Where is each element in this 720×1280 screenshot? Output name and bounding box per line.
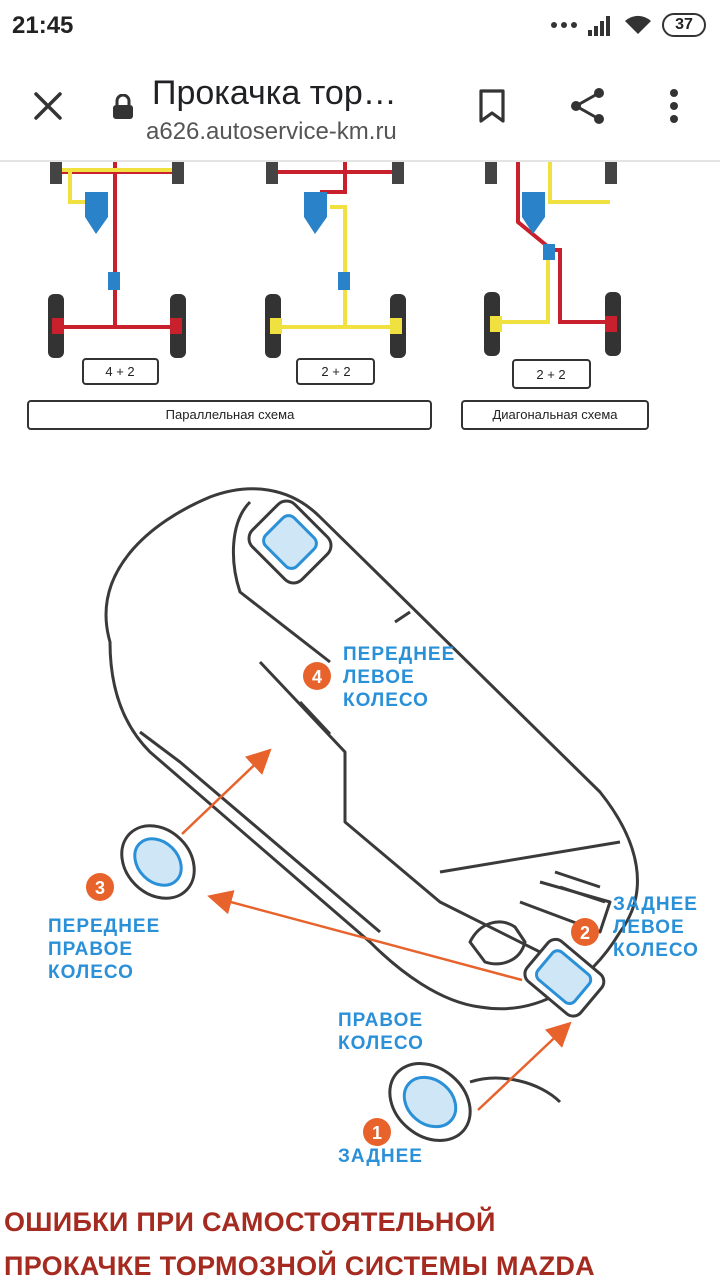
close-tab-button[interactable] <box>20 78 76 134</box>
callout-1-line2-visible: ПРАВОЕ <box>338 1010 423 1031</box>
page-content[interactable]: 4 + 2 2 + 2 2 + 2 Параллельная схема Диа… <box>0 162 720 1280</box>
scheme-2-2-diagonal <box>484 162 621 389</box>
callout-2-line1: ЗАДНЕЕ <box>613 894 698 915</box>
callout-1-number: 1 <box>372 1123 382 1143</box>
wheel-rear-right <box>388 1062 472 1142</box>
article-heading-line1: ОШИБКИ ПРИ САМОСТОЯТЕЛЬНОЙ <box>4 1207 496 1237</box>
status-time: 21:45 <box>12 12 74 39</box>
status-bar: 21:45 37 <box>0 0 720 52</box>
bookmark-icon <box>479 89 505 123</box>
scheme-2-2-parallel <box>265 162 406 385</box>
callout-2-line3: КОЛЕСО <box>613 940 699 961</box>
share-icon <box>571 88 604 124</box>
callout-3-number: 3 <box>95 878 105 898</box>
more-dots-icon <box>551 22 577 28</box>
callout-3-line1: ПЕРЕДНЕЕ <box>48 916 160 937</box>
scheme-4-2 <box>48 162 186 385</box>
callout-4-line2: ЛЕВОЕ <box>343 667 415 688</box>
arrow-3-to-4 <box>181 748 272 835</box>
signal-icon <box>588 16 610 36</box>
close-icon <box>34 92 62 120</box>
bookmark-button[interactable] <box>464 78 520 134</box>
wheel-front-left <box>247 499 333 585</box>
arrow-2-to-3 <box>207 890 523 982</box>
page-title[interactable]: Прокачка тор… <box>152 74 397 112</box>
arrow-1-to-2 <box>477 1021 572 1111</box>
article-heading: ОШИБКИ ПРИ САМОСТОЯТЕЛЬНОЙ ПРОКАЧКЕ ТОРМ… <box>4 1200 716 1280</box>
wheel-rear-left <box>523 937 606 1018</box>
callout-1-line1: ЗАДНЕЕ <box>338 1146 423 1167</box>
diagonal-scheme-caption: Диагональная схема <box>492 407 618 422</box>
brake-scheme-diagram: 4 + 2 2 + 2 2 + 2 Параллельная схема Диа… <box>27 162 649 430</box>
car-outline <box>104 487 639 1104</box>
callout-4-line3: КОЛЕСО <box>343 690 429 711</box>
callout-2-line2: ЛЕВОЕ <box>613 917 685 938</box>
wheel-front-right <box>120 824 196 900</box>
wifi-icon <box>625 15 651 34</box>
page-url[interactable]: a626.autoservice-km.ru <box>146 118 397 145</box>
scheme-label-2: 2 + 2 <box>321 364 350 379</box>
battery-icon: 37 <box>662 13 706 37</box>
article-heading-line2: ПРОКАЧКЕ ТОРМОЗНОЙ СИСТЕМЫ MAZDA <box>4 1251 595 1280</box>
lock-icon <box>113 94 133 119</box>
bleed-order-diagram: 4 ПЕРЕДНЕЕ ЛЕВОЕ КОЛЕСО 3 ПЕРЕДНЕЕ ПРАВО… <box>48 487 699 1167</box>
callout-1-text-extra: ПРАВОЕ КОЛЕСО <box>338 1010 424 1054</box>
callout-3-line3: КОЛЕСО <box>48 962 134 983</box>
callout-4-line1: ПЕРЕДНЕЕ <box>343 644 455 665</box>
overflow-menu-icon <box>670 89 678 123</box>
overflow-menu-button[interactable] <box>646 78 702 134</box>
callout-4-number: 4 <box>312 667 322 687</box>
callout-1-line3: КОЛЕСО <box>338 1033 424 1054</box>
callout-2-number: 2 <box>580 923 590 943</box>
scheme-label-3: 2 + 2 <box>536 367 565 382</box>
parallel-scheme-caption: Параллельная схема <box>166 407 295 422</box>
callout-3-line2: ПРАВОЕ <box>48 939 133 960</box>
share-button[interactable] <box>560 78 616 134</box>
browser-toolbar: Прокачка тор… a626.autoservice-km.ru <box>0 52 720 162</box>
scheme-label-1: 4 + 2 <box>105 364 134 379</box>
